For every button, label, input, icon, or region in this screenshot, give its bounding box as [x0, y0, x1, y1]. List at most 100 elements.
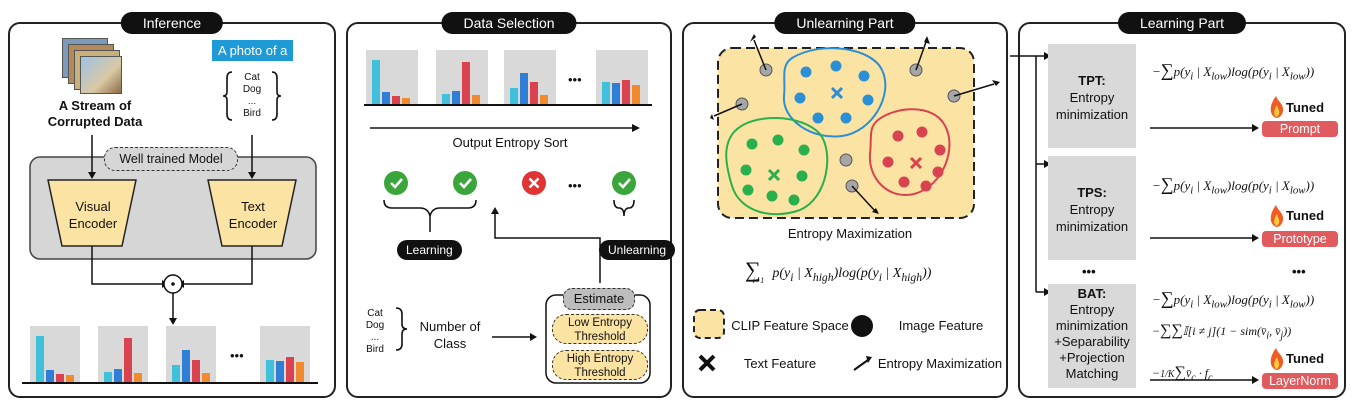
class-list: Cat Dog ... Bird	[242, 72, 262, 119]
flame-icon	[1270, 96, 1284, 118]
data-selection-title: Data Selection	[441, 12, 577, 34]
check-icon	[453, 171, 477, 195]
mini-bar	[442, 94, 450, 104]
mini-bar	[114, 369, 122, 382]
mini-bar	[382, 92, 390, 104]
bat-tag: LayerNorm	[1262, 373, 1338, 389]
prompt-label: A photo of a	[212, 40, 294, 61]
mini-bar	[276, 361, 284, 382]
selection-dots-top: •••	[568, 72, 582, 87]
mini-bar	[172, 365, 180, 382]
learning-dots-left: •••	[1082, 264, 1096, 279]
red-image-features	[882, 126, 946, 192]
unlearning-graphics	[693, 34, 1000, 372]
mini-bar	[622, 80, 630, 104]
mini-bar	[266, 360, 274, 382]
tps-formula: −∑p(yi | Xlow)log(p(yi | Xlow))	[1152, 174, 1315, 197]
legend-text-label: Text Feature	[743, 356, 817, 371]
tps-tuned-label: Tuned	[1286, 208, 1325, 223]
stream-label: A Stream of Corrupted Data	[47, 98, 143, 129]
mini-bar	[612, 83, 620, 104]
flame-icon	[1270, 205, 1284, 227]
mini-bar	[182, 350, 190, 382]
red-text-feature	[909, 156, 923, 170]
mini-bar	[66, 375, 74, 382]
selection-graphics	[364, 104, 652, 384]
mini-bar	[510, 88, 518, 104]
mini-bar	[202, 373, 210, 382]
inference-bar-chart-1	[30, 326, 80, 382]
learning-graphics	[1010, 52, 1284, 384]
mini-bar	[632, 85, 640, 104]
check-icon	[612, 171, 636, 195]
mini-bar	[56, 374, 64, 382]
tpt-box: TPT: Entropy minimization	[1048, 44, 1136, 148]
image-stack	[62, 38, 122, 94]
mini-bar	[602, 82, 610, 104]
cross-icon	[522, 171, 546, 195]
model-label: Well trained Model	[104, 147, 238, 171]
bat-tuned-label: Tuned	[1286, 351, 1325, 366]
tpt-formula: −∑p(yi | Xlow)log(p(yi | Xlow))	[1152, 60, 1315, 83]
bat-formula-1: −∑p(yi | Xlow)log(p(yi | Xlow))	[1152, 288, 1315, 311]
green-text-feature	[767, 168, 781, 182]
selection-bar-chart-4	[596, 50, 648, 104]
blue-image-features	[794, 60, 874, 124]
selection-bar-chart-2	[436, 50, 488, 104]
bat-formula-2: −∑∑𝕀[i ≠ j](1 − sim(v̄i, v̄j))	[1152, 322, 1292, 342]
tpt-tag: Prompt	[1262, 121, 1338, 137]
mini-bar	[372, 60, 380, 104]
selection-class-list: Cat Dog ... Bird	[365, 308, 385, 355]
mini-bar	[402, 98, 410, 104]
learning-pill: Learning	[397, 240, 462, 260]
green-image-features	[740, 134, 810, 206]
mini-bar	[462, 62, 470, 104]
mini-bar	[530, 82, 538, 104]
mini-bar	[124, 338, 132, 382]
legend-entmax-label: Entropy Maximization	[877, 356, 1003, 371]
inference-bar-chart-4	[260, 326, 310, 382]
tps-tag: Prototype	[1262, 231, 1338, 247]
mini-bar	[452, 91, 460, 104]
mini-bar	[134, 373, 142, 382]
legend-clip-label: CLIP Feature Space	[731, 318, 849, 333]
inference-bar-chart-2	[98, 326, 148, 382]
sort-label: Output Entropy Sort	[452, 135, 568, 150]
mini-bar	[472, 95, 480, 104]
selection-dots-mid: •••	[568, 178, 582, 193]
selection-bar-chart-3	[504, 50, 556, 104]
legend-image-label: Image Feature	[898, 318, 984, 333]
mini-bar	[392, 96, 400, 104]
inference-bar-chart-3	[166, 326, 216, 382]
flame-icon	[1270, 348, 1284, 370]
mini-bar	[520, 73, 528, 104]
mini-bar	[36, 336, 44, 382]
mini-bar	[286, 357, 294, 382]
inference-graphics	[22, 71, 318, 384]
tps-box: TPS: Entropy minimization	[1048, 156, 1136, 260]
selection-bar-chart-1	[366, 50, 418, 104]
mini-bar	[192, 360, 200, 382]
entropy-max-caption: Entropy Maximization	[787, 226, 913, 241]
inference-title: Inference	[120, 12, 224, 34]
blue-text-feature	[830, 86, 844, 100]
bat-formula-3: −1/K∑v̄c · fc	[1152, 364, 1213, 384]
learning-dots-right: •••	[1292, 264, 1306, 279]
check-icon	[384, 171, 408, 195]
estimate-label: Estimate	[563, 288, 635, 310]
mini-bar	[46, 370, 54, 382]
learning-title: Learning Part	[1117, 12, 1247, 34]
bat-box: BAT: Entropy minimization +Separability …	[1048, 284, 1136, 388]
mini-bar	[296, 362, 304, 382]
unlearning-pill: Unlearning	[599, 240, 676, 260]
inference-dots: •••	[230, 348, 244, 363]
tpt-tuned-label: Tuned	[1286, 100, 1325, 115]
mini-bar	[540, 95, 548, 104]
unlearning-title: Unlearning Part	[774, 12, 916, 34]
